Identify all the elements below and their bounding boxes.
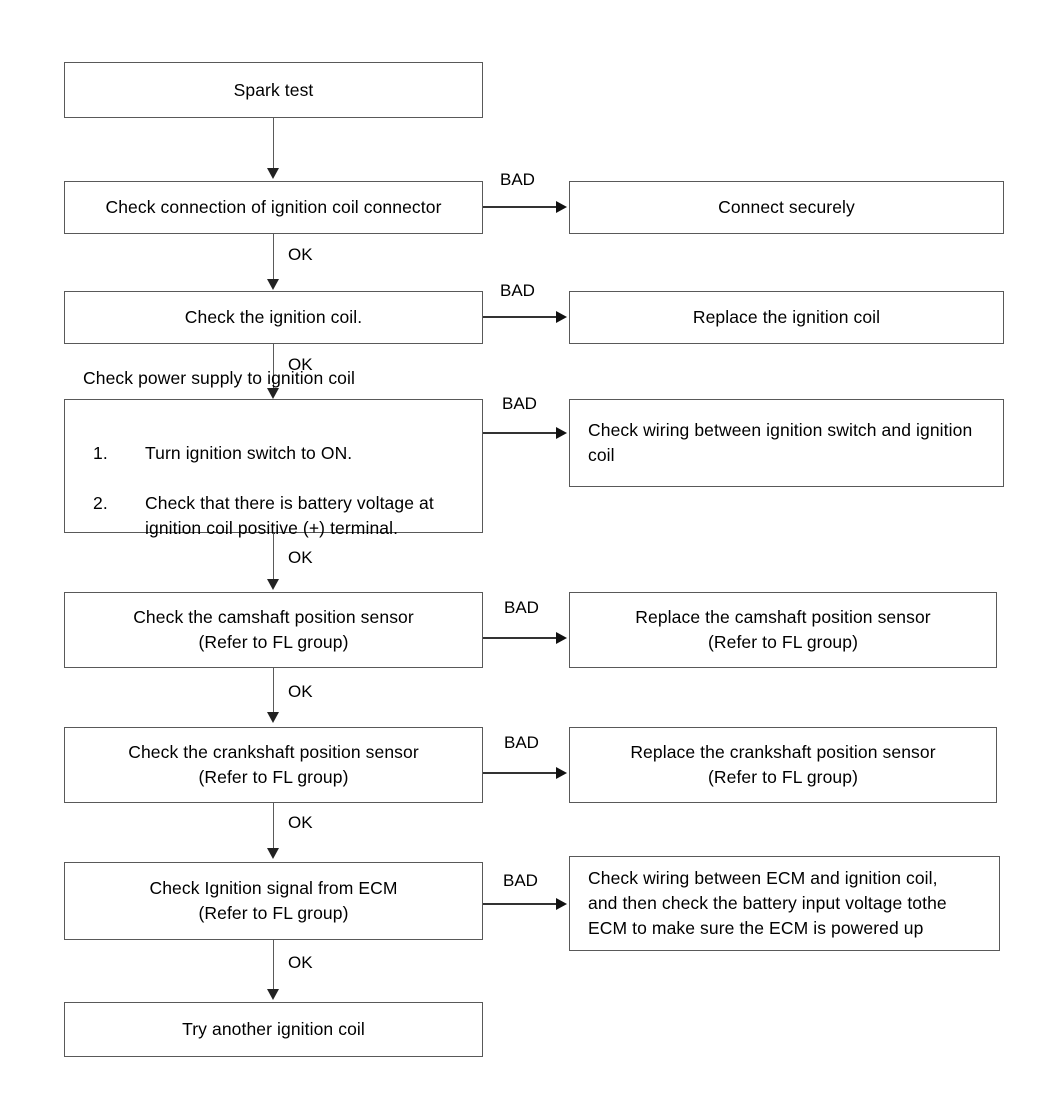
arrowhead-2-to-3-icon [267,279,279,290]
edge-label-bad-6: BAD [504,733,539,752]
node-check-connection-label: Check connection of ignition coil connec… [105,197,442,217]
connector-5-to-6 [272,668,275,713]
node-spark-test-label: Spark test [233,79,314,100]
node-check-ignition-signal-ecm-label: Check Ignition signal from ECM (Refer to… [149,878,398,923]
node-spark-test[interactable]: Spark test [64,62,483,118]
node-replace-crankshaft-sensor[interactable]: Replace the crankshaft position sensor (… [569,727,997,803]
node-try-another-coil[interactable]: Try another ignition coil [64,1002,483,1057]
node-check-wiring-ignition-switch[interactable]: Check wiring between ignition switch and… [569,399,1004,487]
connector-6-bad [483,772,558,774]
edge-label-bad-2: BAD [500,170,535,189]
connector-2-bad [483,206,558,208]
arrowhead-5-bad-icon [556,632,567,644]
connector-5-bad [483,637,558,639]
node-check-ignition-coil[interactable]: Check the ignition coil. [64,291,483,344]
edge-label-ok-3: OK [288,355,313,374]
connector-6-to-7 [272,803,275,849]
node-check-power-supply-heading: Check power supply to ignition coil [83,368,355,388]
connector-7-to-8 [272,940,275,990]
connector-7-bad [483,903,558,905]
node-replace-ignition-coil-label: Replace the ignition coil [692,307,881,327]
connector-4-to-5 [272,533,275,581]
node-check-ignition-coil-label: Check the ignition coil. [184,307,363,327]
list-item-number: 2. [93,493,108,513]
arrowhead-4-to-5-icon [267,579,279,590]
node-check-crankshaft-sensor-label: Check the crankshaft position sensor (Re… [128,742,419,787]
node-check-camshaft-sensor[interactable]: Check the camshaft position sensor (Refe… [64,592,483,668]
list-item-text: Check that there is battery voltage at i… [145,493,434,538]
arrowhead-7-to-8-icon [267,989,279,1000]
node-try-another-coil-label: Try another ignition coil [182,1019,365,1039]
edge-label-ok-6: OK [288,813,313,832]
node-check-crankshaft-sensor[interactable]: Check the crankshaft position sensor (Re… [64,727,483,803]
node-check-wiring-ignition-switch-label: Check wiring between ignition switch and… [588,420,973,465]
list-item: 1. Turn ignition switch to ON. [93,441,472,466]
connector-3-bad [483,316,558,318]
edge-label-bad-3: BAD [500,281,535,300]
node-connect-securely-label: Connect securely [718,197,855,217]
list-item: 2. Check that there is battery voltage at… [93,491,472,541]
node-replace-crankshaft-sensor-label: Replace the crankshaft position sensor (… [630,742,936,787]
node-connect-securely[interactable]: Connect securely [569,181,1004,234]
edge-label-ok-7: OK [288,953,313,972]
list-item-number: 1. [93,443,108,463]
node-check-ignition-signal-ecm[interactable]: Check Ignition signal from ECM (Refer to… [64,862,483,940]
connector-4-bad [483,432,558,434]
node-replace-camshaft-sensor[interactable]: Replace the camshaft position sensor (Re… [569,592,997,668]
edge-label-bad-4: BAD [502,394,537,413]
node-replace-camshaft-sensor-label: Replace the camshaft position sensor (Re… [635,607,931,652]
edge-label-ok-4: OK [288,548,313,567]
connector-3-to-4 [272,344,275,391]
node-check-wiring-ecm-label: Check wiring between ECM and ignition co… [588,868,947,938]
node-check-power-supply[interactable]: Check power supply to ignition coil 1. Tu… [64,368,483,538]
arrowhead-2-bad-icon [556,201,567,213]
arrowhead-1-to-2-icon [267,168,279,179]
arrowhead-3-to-4-icon [267,388,279,399]
arrowhead-6-bad-icon [556,767,567,779]
arrowhead-6-to-7-icon [267,848,279,859]
node-check-power-supply-steps: 1. Turn ignition switch to ON. 2. Check th… [83,416,472,566]
arrowhead-5-to-6-icon [267,712,279,723]
list-item-text: Turn ignition switch to ON. [145,443,353,463]
edge-label-ok-5: OK [288,682,313,701]
node-check-connection[interactable]: Check connection of ignition coil connec… [64,181,483,234]
edge-label-bad-7: BAD [503,871,538,890]
edge-label-ok-2: OK [288,245,313,264]
node-replace-ignition-coil[interactable]: Replace the ignition coil [569,291,1004,344]
node-check-camshaft-sensor-label: Check the camshaft position sensor (Refe… [133,607,414,652]
node-check-wiring-ecm[interactable]: Check wiring between ECM and ignition co… [569,856,1000,951]
arrowhead-4-bad-icon [556,427,567,439]
arrowhead-7-bad-icon [556,898,567,910]
arrowhead-3-bad-icon [556,311,567,323]
connector-2-to-3 [272,234,275,282]
connector-1-to-2 [272,118,275,170]
edge-label-bad-5: BAD [504,598,539,617]
